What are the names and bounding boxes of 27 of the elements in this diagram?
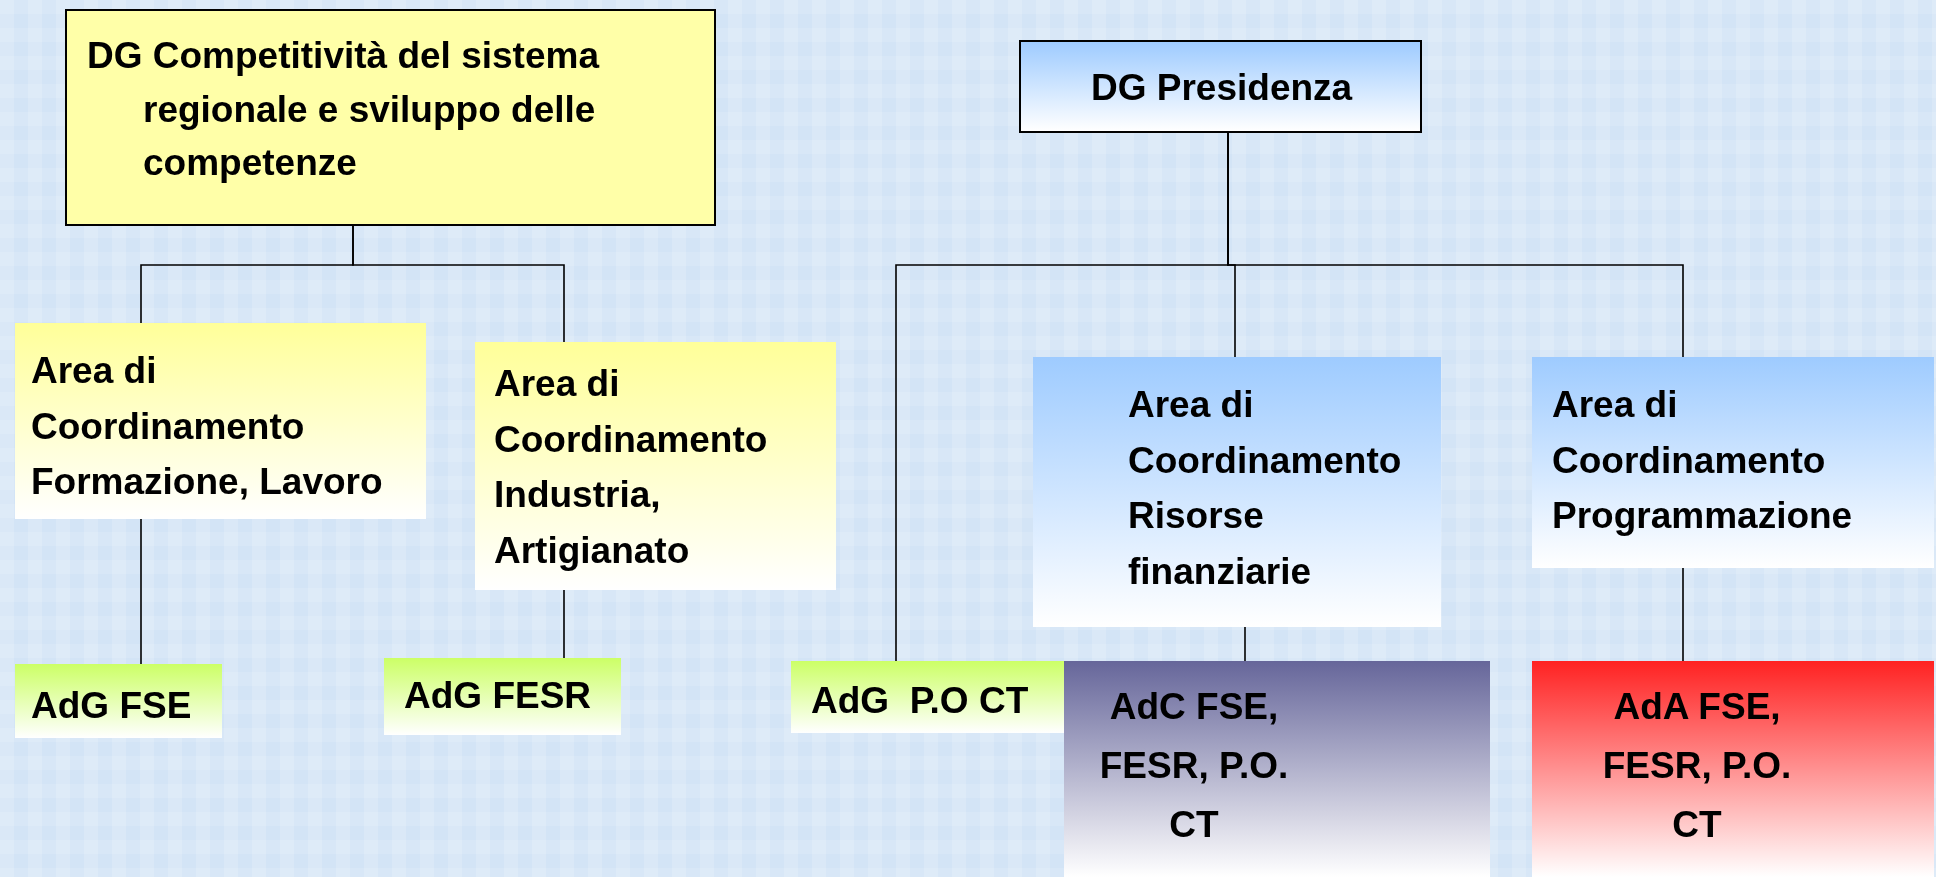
org-unit-box — [15, 323, 426, 519]
org-unit-box — [1033, 357, 1441, 627]
connector-line — [563, 589, 565, 659]
unit-title: Area di Coordinamento Formazione, Lavoro — [31, 349, 384, 504]
connector-line — [1244, 626, 1246, 662]
unit-title: Area di Coordinamento Risorse finanziarie — [1128, 383, 1403, 594]
unit-title: Area di Coordinamento Industria, Artigianato — [494, 362, 769, 573]
unit-title: AdA FSE, FESR, P.O. CT — [1601, 685, 1793, 848]
org-unit-box — [1532, 661, 1934, 877]
unit-title: AdG FESR — [404, 674, 593, 718]
org-box — [1019, 40, 1422, 133]
unit-title: AdG P.O CT — [811, 679, 1030, 723]
org-unit-box — [384, 658, 621, 735]
connector-line — [1682, 567, 1684, 662]
org-unit-box — [15, 664, 222, 738]
connector-line — [1227, 132, 1684, 358]
org-box — [65, 9, 716, 226]
org-unit-box — [1532, 357, 1934, 568]
unit-title: AdC FSE, FESR, P.O. CT — [1098, 685, 1290, 848]
unit-title: Area di Coordinamento Programmazione — [1552, 383, 1854, 538]
connector-line — [352, 225, 565, 343]
unit-title: DG Presidenza — [1091, 66, 1354, 110]
unit-title: DG Competitività del sistema regionale e sviluppo delle competenze — [87, 34, 601, 186]
connector-line — [140, 518, 142, 665]
org-unit-box — [1064, 661, 1490, 877]
unit-title: AdG FSE — [31, 684, 193, 728]
org-unit-box — [475, 342, 836, 590]
